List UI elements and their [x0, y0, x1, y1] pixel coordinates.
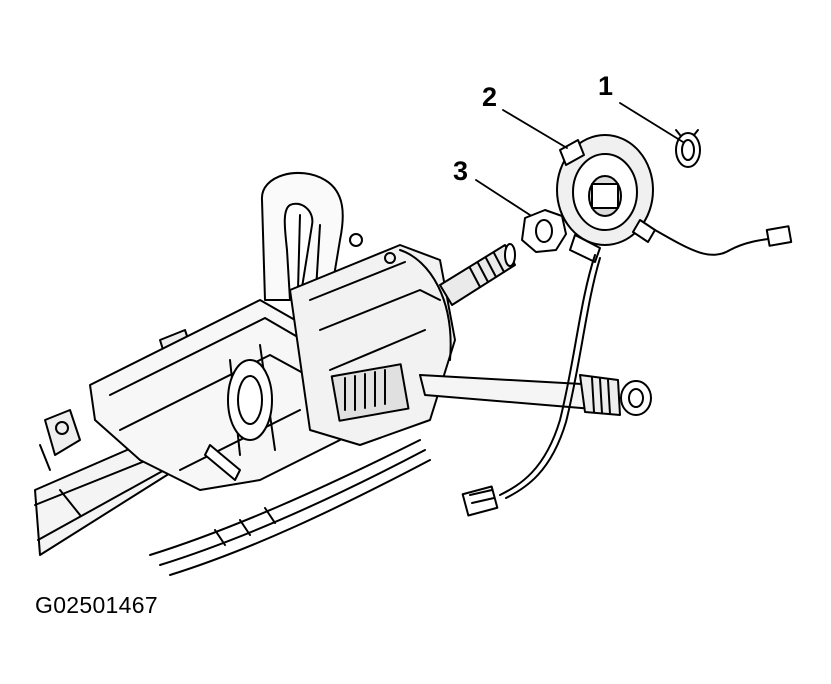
- leader-line-3: [475, 179, 531, 216]
- figure-id: G02501467: [35, 592, 158, 618]
- wave-washer: [521, 209, 567, 253]
- clock-spring-coil: [556, 134, 656, 263]
- upper-column-assembly: [289, 233, 456, 446]
- column-housing: [89, 299, 341, 491]
- clock-spring-wiring: [461, 225, 793, 517]
- lower-wiring-harness: [149, 439, 431, 576]
- callout-1: 1: [598, 71, 614, 101]
- leader-line-2: [502, 109, 568, 149]
- multifunction-lever: [419, 374, 652, 416]
- steering-shaft-end: [439, 243, 516, 306]
- callout-3: 3: [453, 156, 469, 186]
- callout-2: 2: [482, 82, 498, 112]
- leader-line-1: [619, 102, 684, 143]
- leader-lines: [475, 102, 684, 216]
- retaining-ring: [675, 129, 701, 168]
- steering-shaft-tube: [34, 439, 176, 556]
